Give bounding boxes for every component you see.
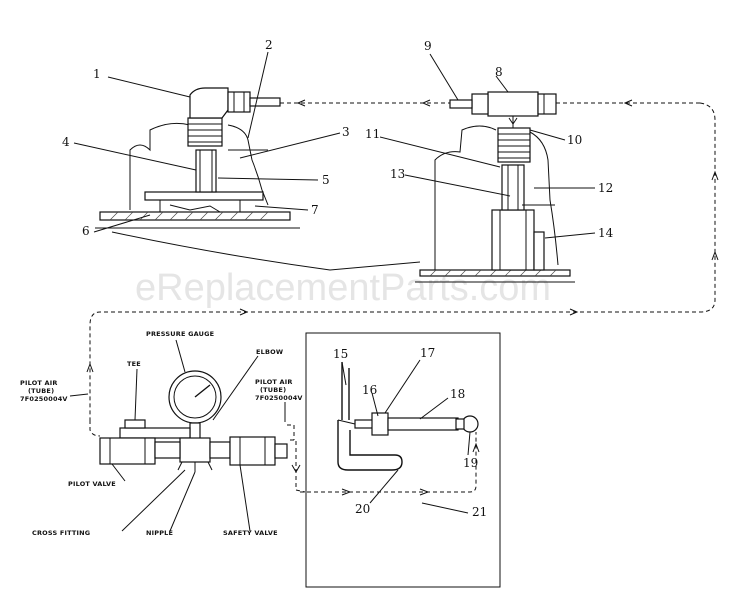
label-pilot-air-right: PILOT AIR [255, 378, 293, 386]
label-pilot-air-right-tube: (TUBE) [260, 386, 286, 394]
left-valve-assembly [95, 87, 300, 229]
label-pilot-air-right-part: 7F0250004V [255, 394, 303, 402]
callout-18: 18 [450, 387, 465, 401]
callout-14: 14 [598, 226, 614, 240]
label-elbow: ELBOW [256, 348, 283, 356]
callout-7: 7 [311, 203, 319, 217]
label-nipple: NIPPLE [146, 529, 173, 537]
callout-1: 1 [93, 67, 101, 81]
callout-5: 5 [322, 173, 330, 187]
callout-15: 15 [333, 347, 348, 361]
callout-8: 8 [495, 65, 503, 79]
callout-6: 6 [82, 224, 90, 238]
right-valve-assembly [415, 91, 575, 283]
callout-13: 13 [390, 167, 405, 181]
callout-11: 11 [365, 127, 380, 141]
callout-19: 19 [463, 456, 478, 470]
callout-20: 20 [355, 502, 370, 516]
label-pressure-gauge: PRESSURE GAUGE [146, 330, 214, 338]
callout-9: 9 [424, 39, 432, 53]
part-labels: PRESSURE GAUGE ELBOW TEE PILOT AIR (TUBE… [20, 330, 303, 537]
label-safety-valve: SAFETY VALVE [223, 529, 278, 537]
pressure-gauge-assembly [89, 370, 306, 493]
burner-detail-box [300, 332, 501, 588]
label-pilot-air-left-tube: (TUBE) [28, 387, 54, 395]
callout-numbers: 1 2 3 4 5 6 7 8 9 10 11 12 13 14 15 16 1… [62, 38, 614, 519]
callout-21: 21 [472, 505, 487, 519]
callout-3: 3 [342, 125, 350, 139]
leader-lines [69, 51, 596, 532]
callout-4: 4 [62, 135, 70, 149]
label-cross-fitting: CROSS FITTING [32, 529, 90, 537]
label-pilot-air-left: PILOT AIR [20, 379, 58, 387]
label-tee: TEE [127, 360, 141, 368]
pilot-air-tube-upper [86, 99, 719, 420]
label-pilot-air-left-part: 7F0250004V [20, 395, 68, 403]
label-pilot-valve: PILOT VALVE [68, 480, 116, 488]
callout-16: 16 [362, 383, 377, 397]
callout-12: 12 [598, 181, 613, 195]
callout-10: 10 [567, 133, 582, 147]
callout-2: 2 [265, 38, 273, 52]
callout-17: 17 [420, 346, 435, 360]
